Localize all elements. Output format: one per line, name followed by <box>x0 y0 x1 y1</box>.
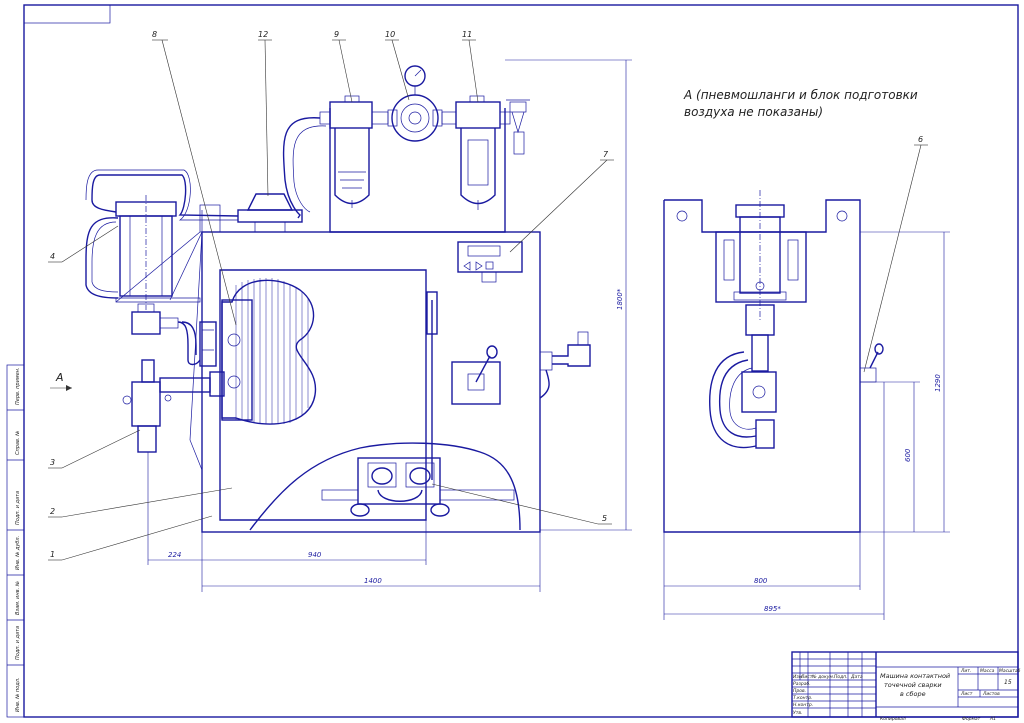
tb-role-3: Н.контр. <box>793 702 813 708</box>
callout-9: 9 <box>334 30 339 39</box>
air-hose-loop <box>91 174 239 217</box>
side-stamp-3: Подп. и дата <box>15 491 21 525</box>
valve-12 <box>237 193 303 232</box>
control-panel-7 <box>457 241 523 283</box>
tb-format-value: А1 <box>989 716 996 722</box>
tb-row-date: Дата <box>850 674 863 680</box>
callout-1: 1 <box>50 550 55 559</box>
electrode-pair-5 <box>321 457 515 517</box>
dim-1800: 1800* <box>616 288 624 310</box>
side-stamp: Перв. примен. Справ. № Подп. и дата Инв.… <box>6 364 25 718</box>
callout-4: 4 <box>50 252 55 261</box>
tb-role-4: Утв. <box>793 710 802 716</box>
side-stamp-1: Перв. примен. <box>15 367 21 405</box>
cutaway-section <box>221 278 317 425</box>
tb-row-sign: Подп. <box>834 674 848 680</box>
tb-col-scale: Масштаб <box>999 668 1021 674</box>
side-stamp-5: Взам. инв. № <box>15 581 21 615</box>
tb-row-list: Лист <box>800 674 813 680</box>
pneumatic-cylinder-4 <box>115 195 201 310</box>
lubricator-11 <box>455 95 530 210</box>
title-block: Изм. Лист № докум. Подп. Дата Разраб. Пр… <box>791 651 1021 722</box>
callout-6: 6 <box>918 135 923 144</box>
tb-row-izm: Изм. <box>793 674 804 680</box>
arrow-left-icon <box>463 261 471 271</box>
side-view-a: А (пневмошланги и блок подготовки воздух… <box>663 88 950 620</box>
dim-940: 940 <box>308 551 322 559</box>
air-hose-top <box>282 117 321 219</box>
arrow-right-icon <box>475 261 483 271</box>
tb-name-line3: в сборе <box>900 690 926 698</box>
control-lever-box <box>451 345 501 405</box>
inner-frame <box>219 269 427 521</box>
tb-sheets: Листов <box>982 691 1000 697</box>
dim-1400: 1400 <box>364 577 382 585</box>
callouts: 8 12 9 10 11 7 4 3 2 1 5 6 <box>48 30 928 561</box>
side-stamp-6: Подп. и дата <box>15 626 21 660</box>
limit-switch <box>426 291 438 335</box>
side-stamp-4: Инв. № дубл. <box>15 536 21 570</box>
side-stamp-2: Справ. № <box>15 431 21 455</box>
tb-scale-value: 15 <box>1004 679 1012 686</box>
tb-role-2: Т.контр. <box>793 695 813 701</box>
tb-role-1: Пров. <box>793 688 806 694</box>
tb-col-mass: Масса <box>980 668 995 674</box>
tb-name-line2: точечной сварки <box>884 681 942 689</box>
base-profile <box>249 442 521 531</box>
pressure-regulator-10 <box>387 65 443 142</box>
dimensions-front <box>147 59 632 592</box>
air-prep-housing <box>329 108 506 233</box>
tb-sheet: Лист <box>960 691 973 697</box>
view-title-line1: А (пневмошланги и блок подготовки <box>683 88 918 102</box>
drawing-frame <box>23 4 1019 718</box>
dim-600: 600 <box>904 448 912 462</box>
dim-1290: 1290 <box>934 374 942 392</box>
callout-3: 3 <box>50 458 55 467</box>
tb-col-lit: Лит. <box>960 668 971 674</box>
air-filter-9 <box>329 95 373 208</box>
tb-row-doc: № докум. <box>811 674 834 680</box>
top-stamp-box <box>23 4 111 24</box>
callout-5: 5 <box>602 514 607 523</box>
tb-role-0: Разраб. <box>793 681 811 687</box>
view-marker-a: А <box>55 371 64 384</box>
upper-electrode-holder <box>131 303 217 367</box>
callout-11: 11 <box>462 30 472 39</box>
dim-895: 895* <box>764 605 781 613</box>
callout-12: 12 <box>258 30 268 39</box>
water-fitting <box>539 331 591 399</box>
front-view: 224 940 1400 1800* А <box>50 59 632 592</box>
callout-10: 10 <box>385 30 395 39</box>
pressure-gauge-icon <box>404 65 426 87</box>
callout-8: 8 <box>152 30 157 39</box>
tb-name-line1: Машина контактной <box>880 672 950 680</box>
lower-electrode-3 <box>122 359 225 453</box>
dim-224: 224 <box>168 551 181 559</box>
callout-7: 7 <box>603 150 609 159</box>
view-title-line2: воздуха не показаны) <box>684 105 823 119</box>
tb-format: Формат <box>962 716 981 722</box>
callout-2: 2 <box>50 507 55 516</box>
dim-800: 800 <box>754 577 768 585</box>
side-cabinet <box>663 199 861 533</box>
side-stamp-7: Инв. № подл. <box>15 678 21 713</box>
tb-copied: Копировал <box>880 716 906 722</box>
